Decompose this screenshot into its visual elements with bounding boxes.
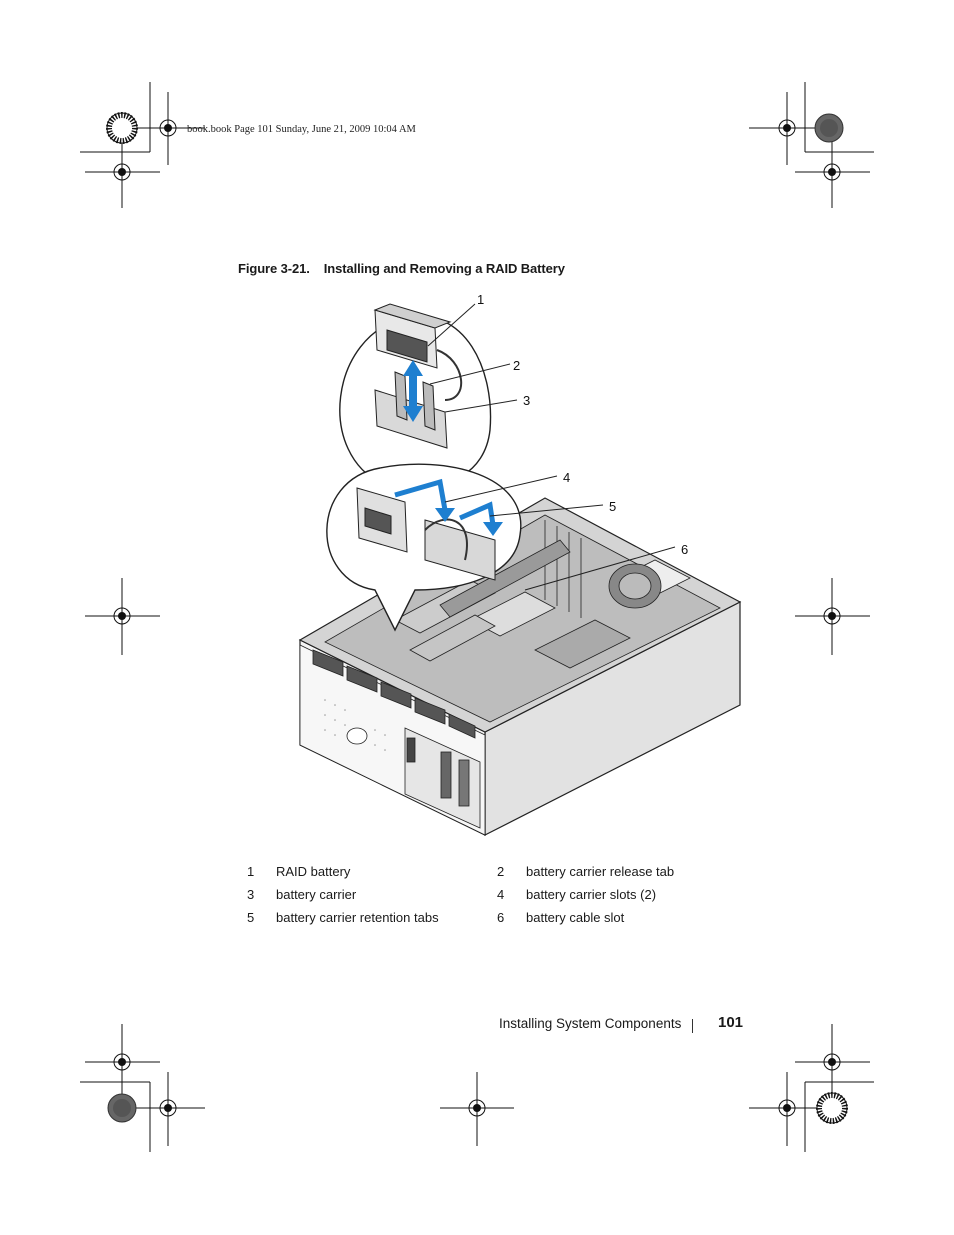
legend-text: battery carrier release tab xyxy=(526,864,675,879)
legend-number: 2 xyxy=(497,864,505,879)
raid-battery xyxy=(373,303,463,401)
legend-text: battery carrier slots (2) xyxy=(526,887,657,902)
legend-text: battery carrier retention tabs xyxy=(276,910,439,925)
legend-row: 5 battery carrier retention tabs 6 batte… xyxy=(247,910,727,930)
legend-text: RAID battery xyxy=(276,864,351,879)
legend-number: 4 xyxy=(497,887,505,902)
legend-number: 1 xyxy=(247,864,255,879)
battery-carrier xyxy=(374,371,448,449)
callout-4: 4 xyxy=(563,470,570,485)
print-slug: book.book Page 101 Sunday, June 21, 2009… xyxy=(187,124,416,135)
callout-5: 5 xyxy=(609,499,616,514)
legend-row: 1 RAID battery 2 battery carrier release… xyxy=(247,864,727,884)
insertion-arrows xyxy=(394,478,496,526)
front-bezel xyxy=(299,644,486,836)
legend-number: 3 xyxy=(247,887,255,902)
legend-row: 3 battery carrier 4 battery carrier slot… xyxy=(247,887,727,907)
legend-number: 5 xyxy=(247,910,255,925)
legend-number: 6 xyxy=(497,910,505,925)
footer-section-title: Installing System Components xyxy=(499,1016,682,1031)
callout-2: 2 xyxy=(513,358,520,373)
page-number: 101 xyxy=(718,1014,744,1031)
legend-text: battery carrier xyxy=(276,887,357,902)
callout-1: 1 xyxy=(477,292,484,307)
up-down-arrow xyxy=(403,360,423,422)
internal-components xyxy=(394,520,691,669)
callout-3: 3 xyxy=(523,393,530,408)
raid-battery-illustration: 1 2 3 4 5 6 xyxy=(298,292,742,836)
figure-label: Figure 3-21. xyxy=(238,261,310,276)
callout-6: 6 xyxy=(681,542,688,557)
footer-divider xyxy=(692,1019,693,1033)
carrier-in-chassis xyxy=(356,487,496,581)
figure-title: Figure 3-21. Installing and Removing a RA… xyxy=(238,261,565,276)
figure-caption: Installing and Removing a RAID Battery xyxy=(323,261,565,276)
legend-text: battery cable slot xyxy=(526,910,625,925)
